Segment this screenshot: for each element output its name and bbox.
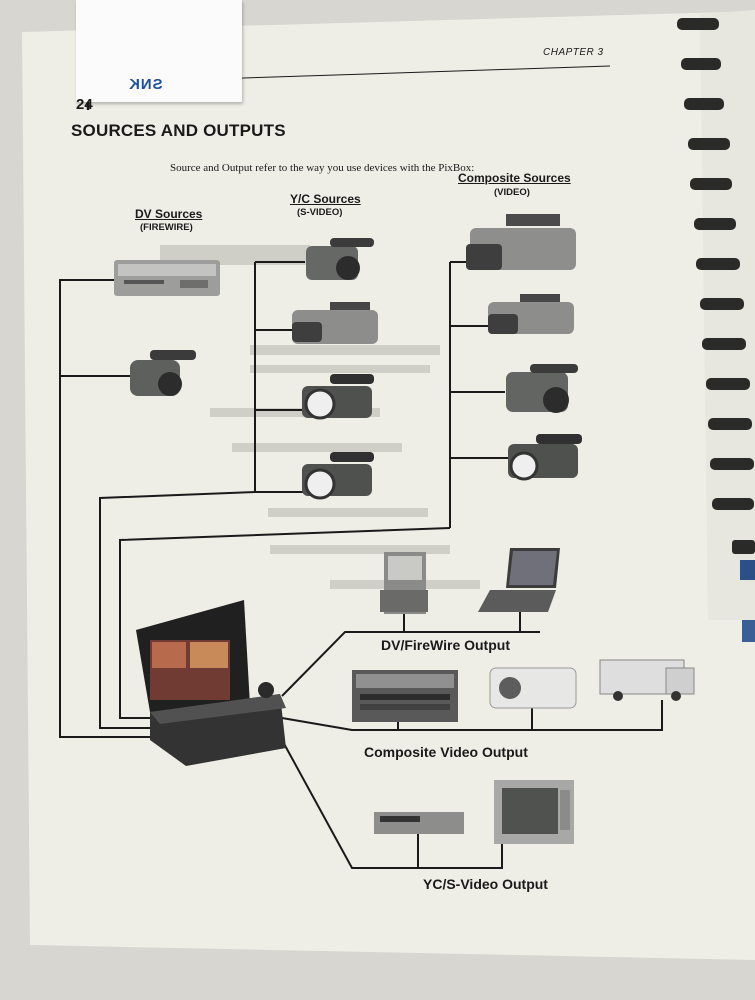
projector-icon (489, 667, 577, 709)
yc-output-label: YC/S-Video Output (423, 876, 548, 892)
yc-pro-camera-icon (292, 302, 378, 344)
dv-recorder-icon (380, 552, 428, 614)
chapter-label: CHAPTER 3 (543, 47, 604, 58)
composite-output-label: Composite Video Output (364, 744, 528, 760)
page-number: 24 (76, 96, 93, 113)
composite-pro-camera-icon (466, 214, 576, 270)
dv-deck-icon (114, 260, 220, 296)
dv-sources-subtitle: (FIREWIRE) (140, 222, 193, 233)
pixbox-unit-icon (136, 600, 286, 766)
vcr-icon (374, 812, 464, 834)
monitor-icon (494, 780, 574, 844)
composite-sources-heading: Composite Sources (458, 171, 571, 185)
page-title: SOURCES AND OUTPUTS (71, 121, 286, 140)
composite-camcorder-icon (508, 434, 582, 481)
yc-camcorder-icon (306, 238, 374, 280)
composite-pro-camera-icon (488, 294, 574, 334)
yc-sources-subtitle: (S-VIDEO) (297, 207, 343, 218)
intro-text: Source and Output refer to the way you u… (170, 162, 475, 174)
composite-sources-subtitle: (VIDEO) (494, 187, 530, 198)
laptop-icon (478, 548, 560, 612)
composite-camcorder-icon (506, 364, 578, 413)
yc-camcorder-icon (302, 452, 374, 500)
dv-sources-heading: DV Sources (135, 207, 203, 221)
snk-logo: SNK (128, 76, 163, 93)
sticky-note: SNK (76, 0, 242, 102)
connection-lines (59, 261, 663, 869)
yc-camcorder-icon (302, 374, 374, 420)
dv-output-label: DV/FireWire Output (381, 637, 510, 653)
spiral-binding (677, 18, 755, 554)
camcorder-icon (130, 350, 196, 396)
broadcast-truck-icon (599, 659, 695, 701)
switcher-panel-icon (352, 670, 458, 722)
yc-sources-heading: Y/C Sources (290, 192, 361, 206)
